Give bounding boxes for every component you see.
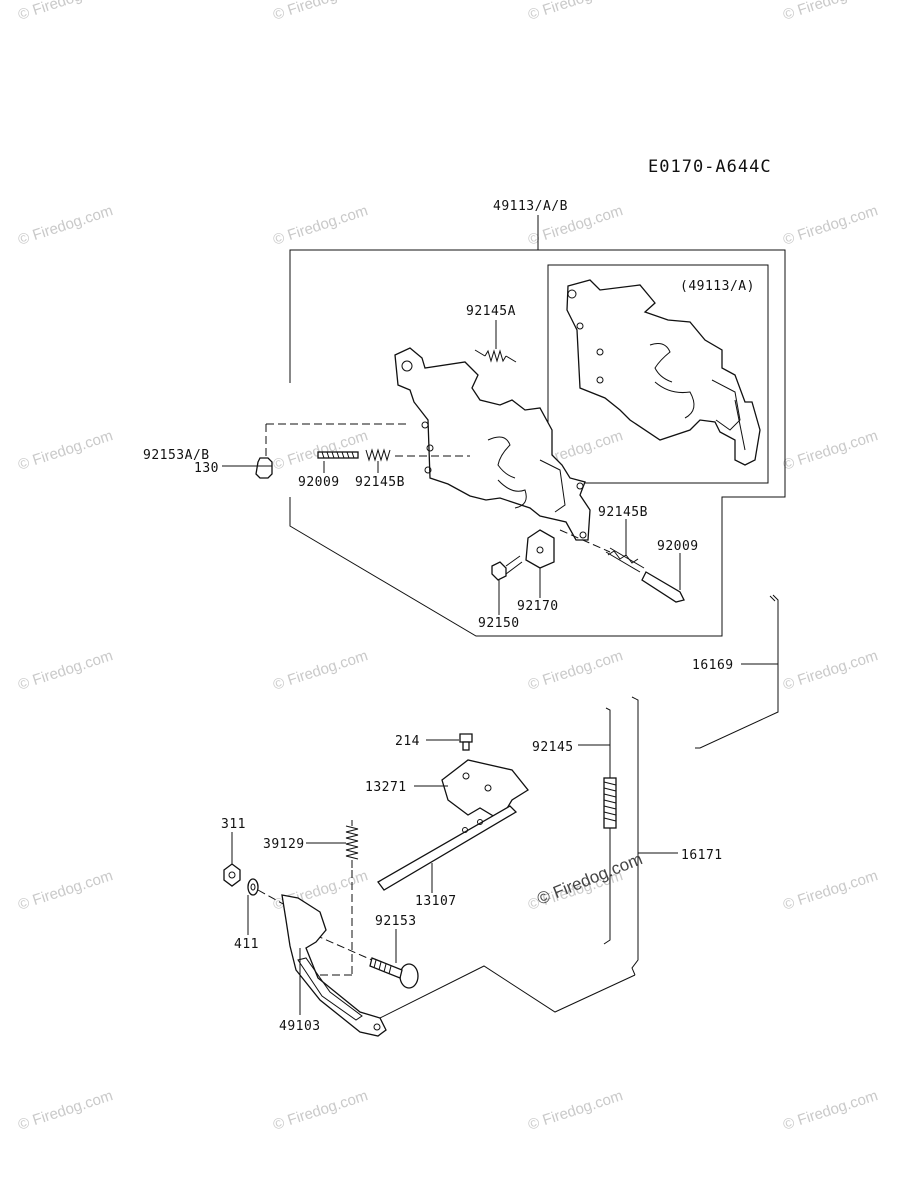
label-92170: 92170: [517, 599, 559, 614]
watermark-tile: © Firedog.com: [781, 0, 880, 24]
watermark-tile: © Firedog.com: [271, 647, 370, 694]
label-311: 311: [221, 817, 246, 832]
watermark-tile: © Firedog.com: [526, 0, 625, 24]
watermark-tile: © Firedog.com: [781, 1087, 880, 1134]
bolt-130: [255, 423, 410, 479]
label-92153ab: 92153A/B: [143, 448, 210, 463]
washer-411: [247, 878, 286, 906]
rod-16171: [603, 696, 639, 976]
spring-92145a: [474, 349, 517, 363]
label-92145b-right: 92145B: [598, 505, 648, 520]
label-92145: 92145: [532, 740, 574, 755]
watermark-tile: © Firedog.com: [526, 1087, 625, 1134]
watermark-tile: © Firedog.com: [781, 867, 880, 914]
watermark-tile: © Firedog.com: [16, 202, 115, 249]
lower-assembly-outline: [379, 965, 636, 1019]
screw-214: [459, 733, 473, 751]
label-92145a: 92145A: [466, 304, 516, 319]
spring-92145b-right: [605, 547, 645, 573]
label-214: 214: [395, 734, 420, 749]
watermark-tile: © Firedog.com: [271, 0, 370, 24]
bracket-92170: [525, 529, 555, 569]
label-49113-a-b: 49113/A/B: [493, 199, 568, 214]
spring-92145-lower: [603, 777, 617, 829]
watermark-tile: © Firedog.com: [271, 202, 370, 249]
label-49103: 49103: [279, 1019, 321, 1034]
watermark-tile: © Firedog.com: [271, 1087, 370, 1134]
label-92009-left: 92009: [298, 475, 340, 490]
label-92150: 92150: [478, 616, 520, 631]
label-39129: 39129: [263, 837, 305, 852]
diagram-code: E0170-A644C: [648, 157, 772, 177]
screw-92009-right: [641, 571, 685, 603]
label-92153: 92153: [375, 914, 417, 929]
watermark-tile: © Firedog.com: [16, 427, 115, 474]
watermark-tile: © Firedog.com: [781, 427, 880, 474]
watermark-center: © Firedog.com: [534, 849, 645, 908]
label-16169: 16169: [692, 658, 734, 673]
watermark-tile: © Firedog.com: [526, 647, 625, 694]
assembly-outline: [289, 215, 786, 637]
watermark-tile: © Firedog.com: [16, 1087, 115, 1134]
screw-92009-left: [317, 451, 359, 459]
watermark-tile: © Firedog.com: [271, 427, 370, 474]
watermark-tile: © Firedog.com: [781, 647, 880, 694]
label-13271: 13271: [365, 780, 407, 795]
label-130: 130: [194, 461, 219, 476]
label-411: 411: [234, 937, 259, 952]
watermark-tile: © Firedog.com: [16, 0, 115, 24]
inset-plate-drawing: [566, 279, 761, 466]
rod-16169: [695, 594, 779, 749]
bolt-92150: [491, 555, 523, 581]
nut-311: [223, 863, 241, 887]
inset-caption: (49113/A): [680, 279, 755, 294]
spring-39129: [345, 820, 359, 975]
label-92009-right: 92009: [657, 539, 699, 554]
label-13107: 13107: [415, 894, 457, 909]
inset-box: [547, 264, 769, 484]
spring-92145b-left: [365, 448, 470, 462]
label-92145b-left: 92145B: [355, 475, 405, 490]
watermark-tile: © Firedog.com: [16, 647, 115, 694]
watermark-tile: © Firedog.com: [781, 202, 880, 249]
shaft-13107: [377, 805, 518, 891]
bolt-92153: [314, 934, 419, 989]
main-plate-drawing: [394, 347, 591, 541]
watermark-tile: © Firedog.com: [16, 867, 115, 914]
label-16171: 16171: [681, 848, 723, 863]
